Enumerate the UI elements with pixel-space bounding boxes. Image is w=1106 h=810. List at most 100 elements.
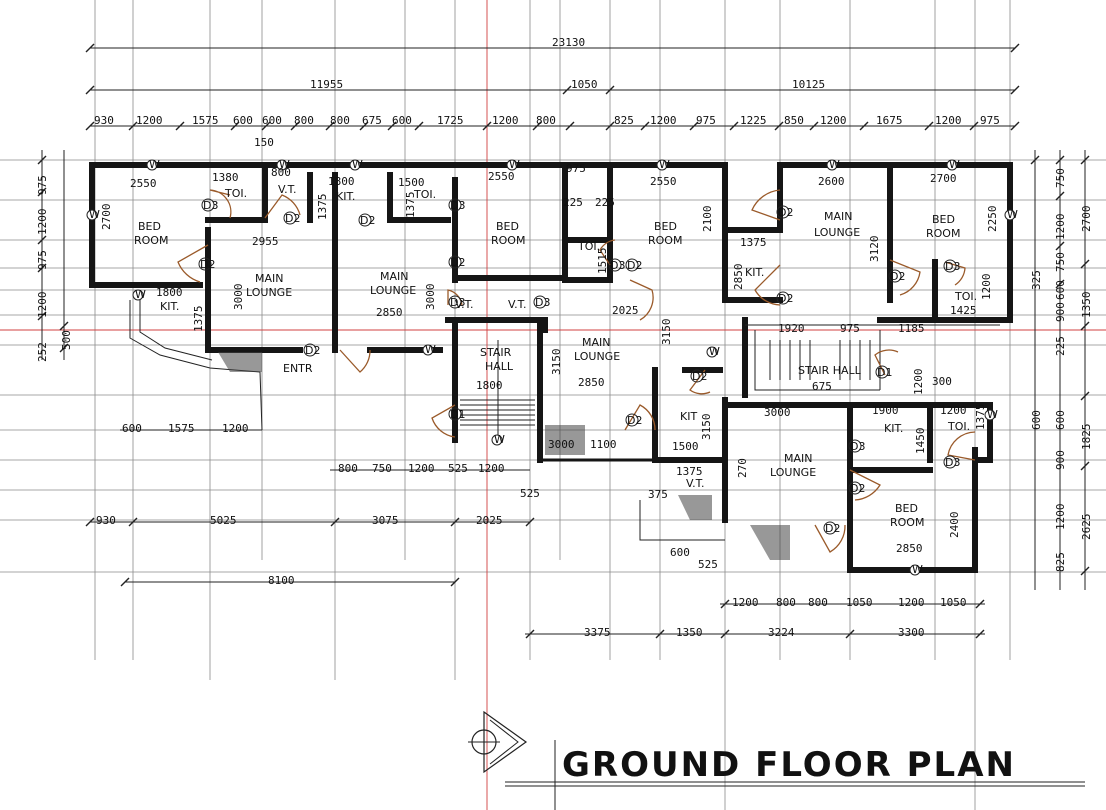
room-name: ROOM bbox=[134, 234, 168, 247]
window-tags: W W W W W W W W W W W W W W W bbox=[86, 158, 1018, 576]
room-dim: 2850 bbox=[578, 376, 605, 389]
room-name: MAIN bbox=[784, 452, 813, 465]
room-name: KIT. bbox=[884, 422, 903, 435]
dim-top-part: 600 bbox=[233, 114, 253, 127]
door-tags: D2 D2 D3 D2 D3 D2 D3 D3 D2 D1 D3 D2 D2 D… bbox=[198, 198, 960, 535]
room-dim: 1375 bbox=[676, 465, 703, 478]
dim-left: 500 bbox=[60, 330, 73, 350]
room-dim: 3150 bbox=[700, 414, 713, 441]
dim-top-part: 975 bbox=[696, 114, 716, 127]
door-tag: D2 bbox=[305, 344, 320, 357]
stair-treads bbox=[460, 340, 871, 440]
dim-top-part: 1200 bbox=[492, 114, 519, 127]
dim-bottom-row2: 3224 bbox=[768, 626, 795, 639]
right-dimension-chain: 750 1200 750 600 900 2700 1350 325 225 6… bbox=[1030, 150, 1093, 590]
room-dim: 1800 bbox=[328, 175, 355, 188]
room-dim: 1450 bbox=[914, 428, 927, 455]
dim-bottom-row2: 3300 bbox=[898, 626, 925, 639]
dim-top-part: 1200 bbox=[650, 114, 677, 127]
door-tag: D3 bbox=[450, 199, 465, 212]
top-dimension-labels: 23130 11955 1050 10125 930 1200 1575 600… bbox=[94, 36, 1000, 149]
window-tag: W bbox=[352, 158, 363, 171]
room-dim: 225 bbox=[595, 196, 615, 209]
room-dim: 1500 bbox=[398, 176, 425, 189]
dim-right-lower: 2625 bbox=[1080, 514, 1093, 541]
dim-bottom-left: 1575 bbox=[168, 422, 195, 435]
dim-top-part: 930 bbox=[94, 114, 114, 127]
window-tag: W bbox=[509, 158, 520, 171]
dim-misc: 375 bbox=[648, 488, 668, 501]
dim-top-part: 825 bbox=[614, 114, 634, 127]
dim-top-part: 600 bbox=[262, 114, 282, 127]
dim-bottom-right: 1050 bbox=[846, 596, 873, 609]
dim-bottom-row1: 930 bbox=[96, 514, 116, 527]
window-tag: W bbox=[149, 158, 160, 171]
door-tag: D2 bbox=[850, 482, 865, 495]
dim-right: 225 bbox=[1054, 336, 1067, 356]
dim-right: 1200 bbox=[1054, 214, 1067, 241]
dim-right-lower: 900 bbox=[1054, 450, 1067, 470]
door-tag: D3 bbox=[450, 296, 465, 309]
room-dim: 1800 bbox=[156, 286, 183, 299]
room-dim: 2550 bbox=[488, 170, 515, 183]
room-dim: 800 bbox=[271, 166, 291, 179]
door-tag: D2 bbox=[778, 206, 793, 219]
room-dim: 1500 bbox=[672, 440, 699, 453]
dim-right: 600 bbox=[1054, 280, 1067, 300]
room-dim: 1380 bbox=[212, 171, 239, 184]
window-tag: W bbox=[829, 158, 840, 171]
dim-misc: 525 bbox=[520, 487, 540, 500]
door-tag: D2 bbox=[692, 370, 707, 383]
door-tag: D3 bbox=[610, 259, 625, 272]
dim-bottom-mid: 1200 bbox=[478, 462, 505, 475]
dim-top-part: 850 bbox=[784, 114, 804, 127]
room-dim: 2550 bbox=[130, 177, 157, 190]
left-dimension-chain: 975 1200 975 1200 252 500 bbox=[36, 150, 73, 362]
room-dim: 2250 bbox=[986, 206, 999, 233]
room-dim: 1185 bbox=[898, 322, 925, 335]
room-name: TOI. bbox=[954, 290, 977, 303]
dim-top-part: 1575 bbox=[192, 114, 219, 127]
room-name: KIT. bbox=[336, 190, 355, 203]
dim-right-lower: 600 bbox=[1030, 410, 1043, 430]
dim-left: 1200 bbox=[36, 209, 49, 236]
room-dim: 2100 bbox=[701, 206, 714, 233]
dim-top-part: 800 bbox=[294, 114, 314, 127]
room-dim: 1375 bbox=[974, 404, 987, 431]
dim-right-lower: 1825 bbox=[1080, 424, 1093, 451]
room-name: V.T. bbox=[455, 298, 474, 311]
dim-top-part: 975 bbox=[980, 114, 1000, 127]
door-tag: D2 bbox=[890, 270, 905, 283]
room-name: LOUNGE bbox=[246, 286, 292, 299]
room-dim: 3000 bbox=[548, 438, 575, 451]
page-title: GROUND FLOOR PLAN bbox=[562, 745, 1016, 785]
door-tag: D3 bbox=[945, 456, 960, 469]
door-tag: D3 bbox=[945, 260, 960, 273]
dim-right: 325 bbox=[1030, 270, 1043, 290]
dim-top-part: 1200 bbox=[136, 114, 163, 127]
window-tag: W bbox=[425, 343, 436, 356]
dim-bottom-right: 800 bbox=[776, 596, 796, 609]
dim-bottom-mid: 525 bbox=[448, 462, 468, 475]
door-tag: D3 bbox=[850, 440, 865, 453]
door-tag: D2 bbox=[360, 214, 375, 227]
room-dim: 1100 bbox=[590, 438, 617, 451]
room-dim: 3150 bbox=[660, 319, 673, 346]
dim-right: 900 bbox=[1054, 302, 1067, 322]
dim-top-part: 1725 bbox=[437, 114, 464, 127]
window-tag: W bbox=[135, 288, 146, 301]
room-name: TOI. bbox=[413, 188, 436, 201]
bottom-dimension-chains: 600 1575 1200 930 5025 3075 2025 8100 80… bbox=[85, 422, 985, 639]
room-dim: 1425 bbox=[950, 304, 977, 317]
room-dim: 1200 bbox=[940, 404, 967, 417]
room-dim: 1375 bbox=[740, 236, 767, 249]
room-name: V.T. bbox=[508, 298, 527, 311]
dim-misc: 600 bbox=[670, 546, 690, 559]
room-name: MAIN bbox=[824, 210, 853, 223]
room-name: STAIR bbox=[480, 346, 512, 359]
room-dim: 3150 bbox=[550, 349, 563, 376]
room-name: TOI. bbox=[577, 240, 600, 253]
dim-top-sub-3: 10125 bbox=[792, 78, 825, 91]
dim-top-part: 800 bbox=[536, 114, 556, 127]
dim-bottom-mid: 1200 bbox=[408, 462, 435, 475]
